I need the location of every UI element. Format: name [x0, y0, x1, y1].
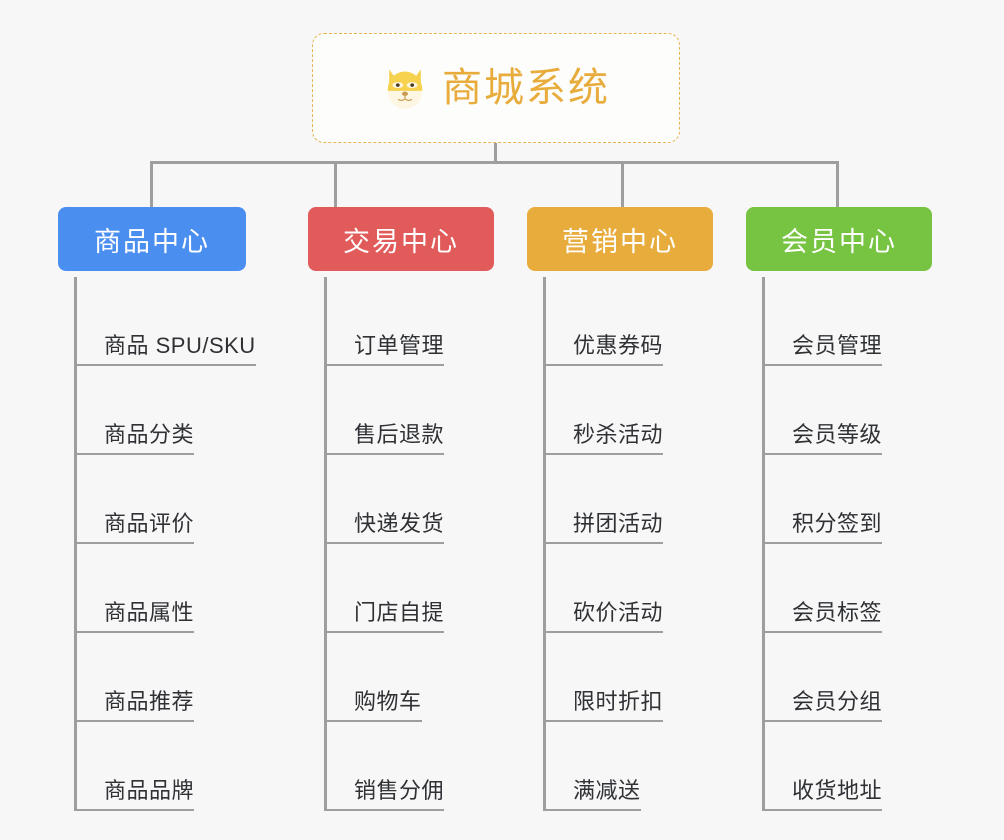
- leaf-label: 门店自提: [354, 599, 445, 625]
- leaf-label: 满减送: [573, 777, 641, 803]
- leaf-label: 商品分类: [104, 421, 195, 447]
- leaf-item[interactable]: 积分签到: [762, 455, 932, 544]
- leaf-item[interactable]: 限时折扣: [543, 633, 713, 722]
- leaf-label: 积分签到: [792, 510, 883, 536]
- leaf-label: 会员管理: [792, 332, 883, 358]
- column-product-center: 商品中心 商品 SPU/SKU 商品分类 商品评价 商品属性 商品推荐 商品品牌: [58, 207, 256, 811]
- leaf-label: 优惠券码: [573, 332, 664, 358]
- leaf-item[interactable]: 门店自提: [324, 544, 494, 633]
- leaf-spine-3: [762, 277, 765, 811]
- leaf-label: 秒杀活动: [573, 421, 664, 447]
- connector-horizontal-bus: [150, 161, 839, 164]
- leaf-list-2: 优惠券码 秒杀活动 拼团活动 砍价活动 限时折扣 满减送: [527, 277, 713, 811]
- leaf-item[interactable]: 快递发货: [324, 455, 494, 544]
- leaf-label: 会员分组: [792, 688, 883, 714]
- leaf-item[interactable]: 会员等级: [762, 366, 932, 455]
- leaf-label: 商品属性: [104, 599, 195, 625]
- column-header-2[interactable]: 营销中心: [527, 207, 713, 271]
- leaf-label: 售后退款: [354, 421, 445, 447]
- leaf-label: 收货地址: [792, 777, 883, 803]
- leaf-label: 购物车: [354, 688, 422, 714]
- column-header-0[interactable]: 商品中心: [58, 207, 246, 271]
- leaf-label: 限时折扣: [573, 688, 664, 714]
- leaf-item[interactable]: 会员分组: [762, 633, 932, 722]
- column-trade-center: 交易中心 订单管理 售后退款 快递发货 门店自提 购物车 销售分佣: [308, 207, 494, 811]
- leaf-label: 拼团活动: [573, 510, 664, 536]
- leaf-item[interactable]: 购物车: [324, 633, 494, 722]
- leaf-label: 销售分佣: [354, 777, 445, 803]
- leaf-item[interactable]: 销售分佣: [324, 722, 494, 811]
- leaf-list-1: 订单管理 售后退款 快递发货 门店自提 购物车 销售分佣: [308, 277, 494, 811]
- leaf-item[interactable]: 优惠券码: [543, 277, 713, 366]
- leaf-label: 会员等级: [792, 421, 883, 447]
- leaf-spine-1: [324, 277, 327, 811]
- leaf-label: 快递发货: [354, 510, 445, 536]
- leaf-item[interactable]: 砍价活动: [543, 544, 713, 633]
- leaf-label: 商品品牌: [104, 777, 195, 803]
- leaf-item[interactable]: 会员管理: [762, 277, 932, 366]
- leaf-item[interactable]: 商品分类: [74, 366, 246, 455]
- leaf-item[interactable]: 会员标签: [762, 544, 932, 633]
- leaf-label: 商品评价: [104, 510, 195, 536]
- leaf-list-3: 会员管理 会员等级 积分签到 会员标签 会员分组 收货地址: [746, 277, 932, 811]
- connector-drop-2: [334, 161, 337, 207]
- leaf-item[interactable]: 商品推荐: [74, 633, 246, 722]
- leaf-label: 砍价活动: [573, 599, 664, 625]
- leaf-item[interactable]: 商品 SPU/SKU: [74, 277, 256, 366]
- leaf-label: 商品推荐: [104, 688, 195, 714]
- connector-root-stem: [494, 143, 497, 163]
- leaf-item[interactable]: 秒杀活动: [543, 366, 713, 455]
- leaf-item[interactable]: 满减送: [543, 722, 713, 811]
- root-node[interactable]: 商城系统: [312, 33, 680, 143]
- leaf-item[interactable]: 商品评价: [74, 455, 246, 544]
- shiba-dog-face-icon: [382, 65, 428, 111]
- leaf-label: 会员标签: [792, 599, 883, 625]
- column-header-label: 商品中心: [94, 226, 210, 257]
- leaf-spine-0: [74, 277, 77, 811]
- leaf-list-0: 商品 SPU/SKU 商品分类 商品评价 商品属性 商品推荐 商品品牌: [58, 277, 256, 811]
- leaf-label: 订单管理: [354, 332, 445, 358]
- leaf-item[interactable]: 订单管理: [324, 277, 494, 366]
- column-header-label: 交易中心: [343, 226, 459, 257]
- connector-drop-4: [836, 161, 839, 207]
- leaf-label: 商品 SPU/SKU: [104, 332, 256, 358]
- connector-drop-3: [621, 161, 624, 207]
- column-header-label: 会员中心: [781, 226, 897, 257]
- leaf-item[interactable]: 收货地址: [762, 722, 932, 811]
- connector-drop-1: [150, 161, 153, 207]
- leaf-spine-2: [543, 277, 546, 811]
- root-title: 商城系统: [442, 66, 610, 110]
- leaf-item[interactable]: 拼团活动: [543, 455, 713, 544]
- column-header-label: 营销中心: [562, 226, 678, 257]
- column-member-center: 会员中心 会员管理 会员等级 积分签到 会员标签 会员分组 收货地址: [746, 207, 932, 811]
- column-marketing-center: 营销中心 优惠券码 秒杀活动 拼团活动 砍价活动 限时折扣 满减送: [527, 207, 713, 811]
- leaf-item[interactable]: 售后退款: [324, 366, 494, 455]
- column-header-1[interactable]: 交易中心: [308, 207, 494, 271]
- leaf-item[interactable]: 商品属性: [74, 544, 246, 633]
- leaf-item[interactable]: 商品品牌: [74, 722, 246, 811]
- column-header-3[interactable]: 会员中心: [746, 207, 932, 271]
